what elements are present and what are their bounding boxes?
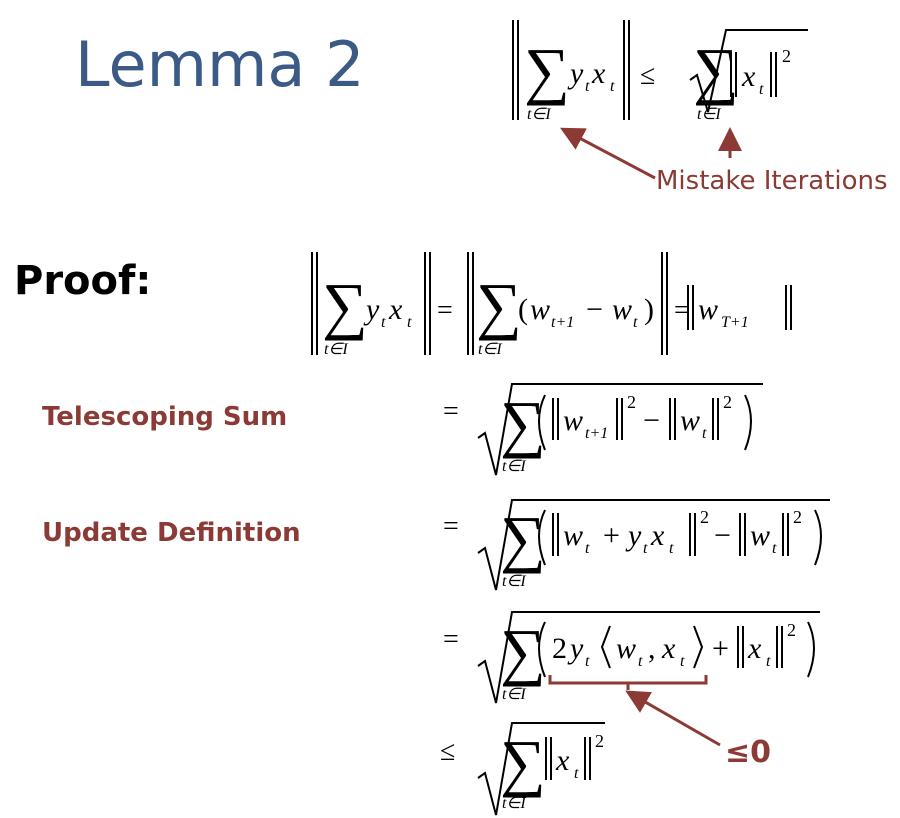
svg-text:t: t [772, 540, 777, 557]
arrow-le-zero [625, 690, 721, 747]
svg-text:−: − [586, 293, 603, 326]
svg-text:t∈I: t∈I [478, 341, 502, 358]
svg-text:x: x [555, 744, 570, 777]
svg-text:w: w [750, 519, 770, 552]
svg-text:t: t [643, 540, 648, 557]
svg-text:∑: ∑ [500, 503, 546, 574]
svg-text:t: t [669, 540, 674, 557]
svg-text:∑: ∑ [500, 388, 546, 459]
svg-text:t: t [585, 540, 590, 557]
svg-text:): ) [644, 293, 654, 326]
svg-text:t: t [680, 653, 685, 670]
svg-text:y: y [363, 293, 380, 326]
svg-text:t: t [633, 314, 638, 331]
step-label-update: Update Definition [42, 518, 301, 548]
step-label-telescoping: Telescoping Sum [42, 402, 288, 432]
svg-text:t: t [610, 78, 615, 95]
svg-text:w: w [698, 293, 718, 326]
svg-text:≤: ≤ [440, 736, 455, 767]
svg-text:=: = [674, 295, 690, 326]
svg-text:∑: ∑ [500, 727, 546, 798]
svg-text:t: t [702, 425, 707, 442]
svg-text:∑: ∑ [322, 270, 368, 341]
svg-text:w: w [680, 404, 700, 437]
var-x: x [591, 57, 606, 90]
svg-text:x: x [388, 293, 403, 326]
svg-text:x: x [741, 60, 756, 93]
svg-text:−: − [643, 404, 660, 437]
svg-text:+: + [712, 632, 729, 665]
svg-text:t: t [759, 81, 764, 98]
arrow-mistake-left [560, 127, 656, 180]
svg-text:∑: ∑ [500, 616, 546, 687]
svg-text:=: = [437, 295, 453, 326]
svg-text:=: = [443, 396, 459, 427]
sigma-symbol: ∑ [524, 35, 570, 106]
svg-text:∑: ∑ [476, 270, 522, 341]
svg-text:w: w [616, 632, 636, 665]
svg-text:t: t [638, 653, 643, 670]
svg-text:w: w [563, 404, 583, 437]
svg-text:2: 2 [793, 507, 802, 527]
svg-text:t∈I: t∈I [502, 686, 526, 703]
svg-text:w: w [530, 293, 550, 326]
svg-text:T+1: T+1 [721, 314, 749, 331]
svg-text:=: = [443, 624, 459, 655]
svg-text:t∈I: t∈I [324, 341, 348, 358]
svg-text:,: , [648, 632, 656, 665]
svg-text:t∈I: t∈I [502, 458, 526, 475]
svg-text:−: − [714, 519, 731, 552]
svg-text:y: y [567, 632, 584, 665]
svg-text:t∈I: t∈I [502, 573, 526, 590]
svg-text:2: 2 [787, 620, 796, 640]
svg-text:(: ( [518, 293, 528, 326]
proof-label: Proof: [14, 258, 152, 304]
underbrace [548, 675, 708, 690]
svg-text:2: 2 [700, 507, 709, 527]
svg-text:w: w [563, 519, 583, 552]
relation-le: ≤ [640, 60, 655, 91]
lemma-statement [512, 20, 808, 120]
svg-text:w: w [612, 293, 632, 326]
svg-text:y: y [625, 519, 642, 552]
svg-text:t∈I: t∈I [502, 795, 526, 812]
svg-text:2: 2 [782, 46, 791, 66]
svg-text:=: = [443, 511, 459, 542]
svg-text:t: t [407, 314, 412, 331]
svg-text:t: t [574, 765, 579, 782]
svg-text:t: t [766, 653, 771, 670]
svg-text:2: 2 [723, 392, 732, 412]
var-y: y [567, 57, 584, 90]
svg-text:t: t [381, 314, 386, 331]
svg-text:2: 2 [595, 731, 604, 751]
svg-text:t+1: t+1 [585, 425, 608, 442]
svg-text:t: t [585, 653, 590, 670]
annotation-le-zero: ≤0 [725, 735, 772, 770]
svg-text:t+1: t+1 [551, 314, 574, 331]
svg-text:+: + [603, 519, 620, 552]
svg-text:t∈I: t∈I [697, 106, 721, 123]
slide-title: Lemma 2 [75, 28, 365, 101]
sum-index: t∈I [527, 106, 551, 123]
svg-text:x: x [650, 519, 665, 552]
svg-text:x: x [747, 632, 762, 665]
svg-text:2: 2 [552, 632, 567, 665]
annotation-mistake-iterations: Mistake Iterations [656, 166, 888, 196]
svg-text:t: t [585, 78, 590, 95]
svg-text:x: x [661, 632, 676, 665]
sigma-symbol: ∑ [693, 35, 739, 106]
svg-text:2: 2 [627, 392, 636, 412]
